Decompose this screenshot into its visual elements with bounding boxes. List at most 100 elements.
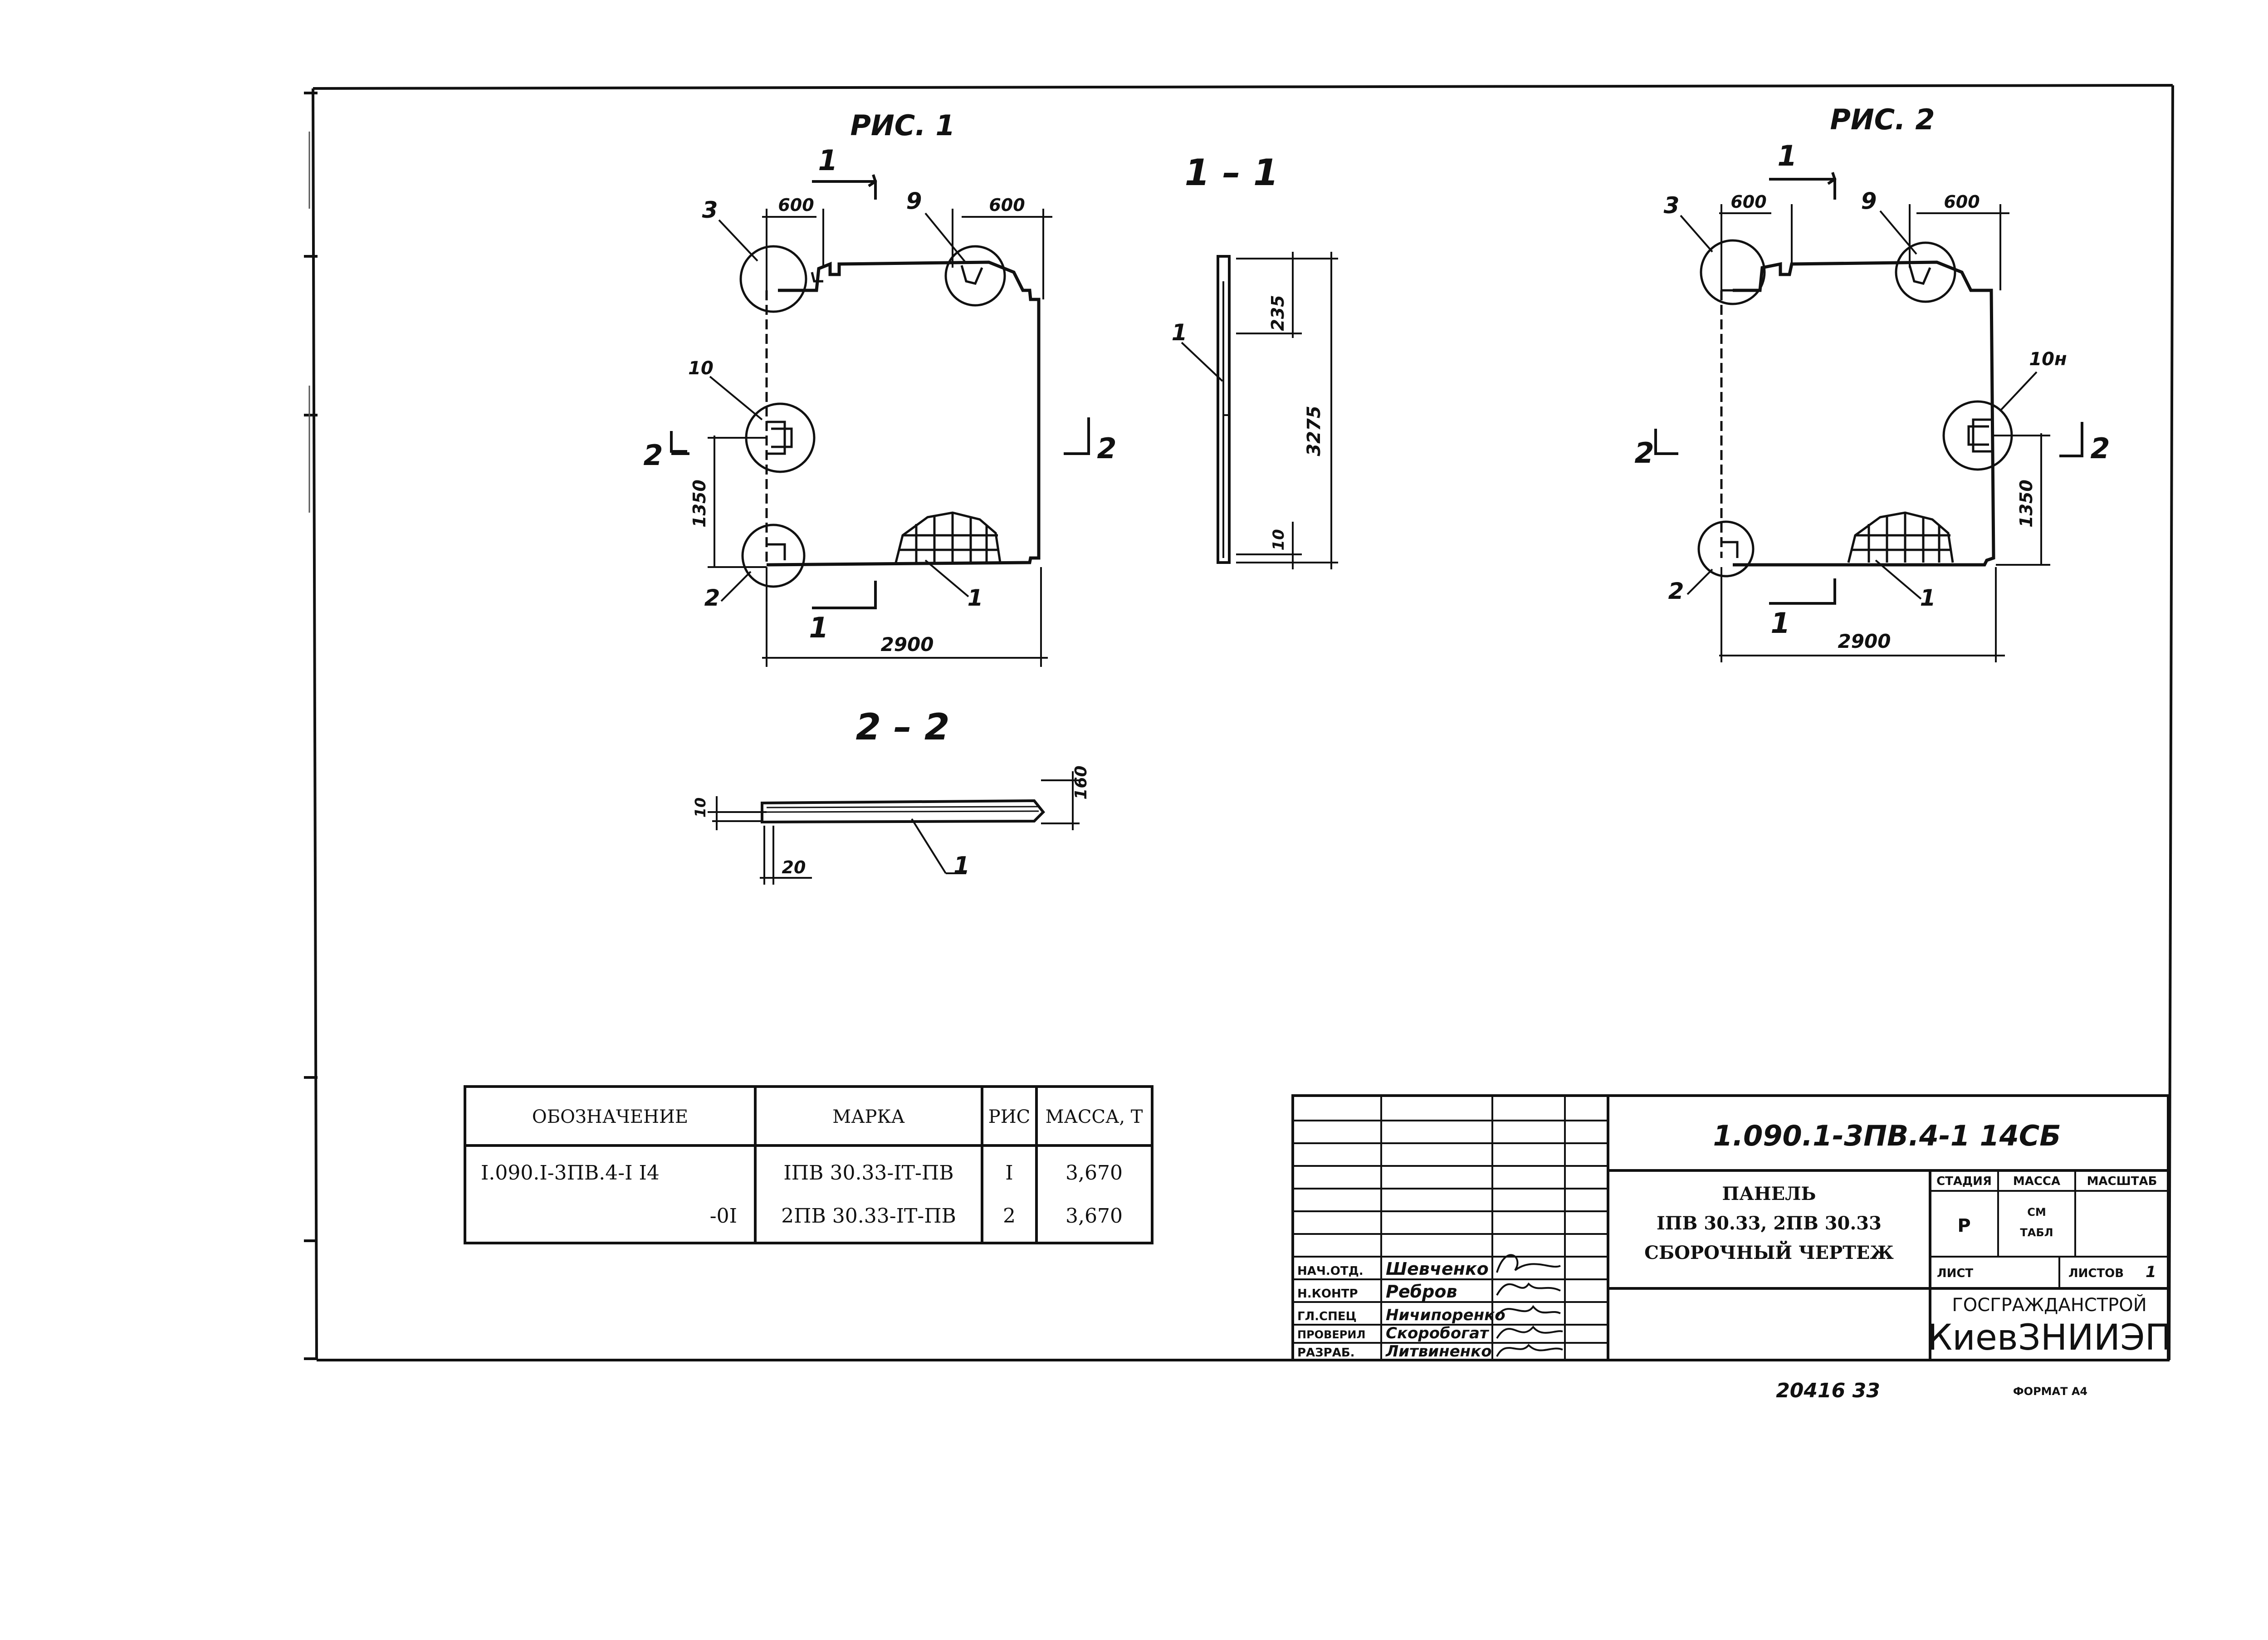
figure-2-lower-joint (1721, 541, 1739, 558)
figure-1-detail-circle-3 (739, 245, 807, 313)
section-2-2-callout: 1 (953, 852, 970, 879)
spec-header-mark: МАРКА (832, 1106, 904, 1127)
figure-2-dim-right: 1350 (2016, 480, 2036, 528)
mass-note-2: ТАБЛ (2020, 1226, 2053, 1239)
staff-role-2: Н.КОНТР (1297, 1287, 1358, 1301)
scale-label: МАСШТАБ (2087, 1175, 2157, 1188)
staff-name-2: Ребров (1386, 1282, 1457, 1302)
figure-2-right-dimension (1994, 433, 2050, 566)
figure-1-callout-leaders (709, 212, 969, 602)
figure-1-section-markers (670, 174, 1090, 609)
figure-1-top-joints (811, 265, 983, 285)
figure-2-dim-top-right: 600 (1944, 192, 1980, 212)
staff-name-1: Шевченко (1386, 1259, 1489, 1279)
figure-1-left-dimension (708, 436, 767, 568)
figure-1-callout-9: 9 (906, 188, 922, 214)
sheet-format: ФОРМАТ А4 (2013, 1385, 2087, 1398)
section-2-2-dim-bottom: 20 (782, 857, 806, 877)
figure-1-dim-top-right: 600 (989, 195, 1025, 215)
figure-2-detail-circle-2 (1697, 520, 1755, 578)
stage-value: Р (1957, 1215, 1970, 1236)
figure-2-panel-outline (1733, 260, 1995, 567)
sheets-label: ЛИСТОВ (2068, 1267, 2124, 1280)
signature-4 (1496, 1325, 1563, 1339)
staff-role-4: ПРОВЕРИЛ (1297, 1328, 1365, 1341)
organization-1: ГОСГРАЖДАНСТРОЙ (1952, 1294, 2146, 1316)
section-1-1-title: 1 – 1 (1184, 152, 1278, 194)
sheets-count: 1 (2146, 1263, 2156, 1281)
figure-1-mesh-detail (894, 511, 1002, 563)
spec-header-designation: ОБОЗНАЧЕНИЕ (532, 1106, 688, 1127)
drawing-code: 1.090.1-3ПВ.4-1 14СБ (1713, 1119, 2061, 1152)
figure-2-embedded-part (1967, 418, 1994, 453)
figure-1-callout-3: 3 (702, 197, 718, 223)
spec-row-2-designation: -0I (710, 1204, 737, 1228)
section-1-1: 1 – 1 235 3275 10 1 (1172, 152, 1338, 569)
figure-1-top-dimensions (762, 209, 1052, 299)
archive-number: 20416 33 (1776, 1379, 1880, 1402)
figure-2: РИС. 2 600 (1634, 103, 2110, 662)
figure-2-detail-circle-9 (1895, 241, 1956, 303)
sheet-label: ЛИСТ (1937, 1267, 1973, 1280)
staff-name-5: Литвиненко (1385, 1342, 1492, 1361)
figure-2-section-1-bottom: 1 (1770, 607, 1790, 640)
figure-1-lower-joint (767, 543, 786, 560)
drawing-name-line-2: IПВ 30.33, 2ПВ 30.33 (1657, 1213, 1882, 1234)
signature-2 (1496, 1282, 1561, 1296)
section-2-2-title: 2 – 2 (855, 706, 949, 748)
figure-1-callout-2: 2 (704, 585, 720, 611)
staff-role-5: РАЗРАБ. (1297, 1346, 1355, 1360)
stage-label: СТАДИЯ (1936, 1175, 1992, 1188)
figure-1-section-2-right: 2 (1097, 432, 1116, 465)
figure-2-top-dimensions (1719, 204, 2009, 290)
spec-row-1-mark: IПВ 30.33-IТ-ПВ (783, 1161, 953, 1185)
mass-label: МАССА (2013, 1175, 2060, 1188)
section-1-1-dim-bottom: 10 (1270, 529, 1288, 550)
figure-2-callout-3: 3 (1664, 192, 1680, 219)
figure-1-detail-circle-9 (944, 245, 1006, 307)
figure-1-bottom-dimension (762, 567, 1048, 667)
mass-note-1: СМ (2027, 1206, 2046, 1219)
staff-role-1: НАЧ.ОТД. (1297, 1264, 1364, 1278)
spec-row-1-designation: I.090.I-3ПВ.4-I I4 (481, 1161, 660, 1185)
figure-2-section-2-left: 2 (1634, 436, 1654, 470)
figure-1-panel-outline (766, 260, 1041, 567)
staff-name-3: Ничипоренко (1386, 1306, 1505, 1324)
signatures (1496, 1254, 1563, 1357)
section-2-2-dimensions (708, 771, 1080, 885)
section-1-1-profile (1217, 255, 1231, 564)
spec-header-mass: МАССА, Т (1046, 1106, 1143, 1127)
figure-1-dim-top-left: 600 (778, 195, 814, 215)
figure-1-dim-bottom: 2900 (881, 633, 934, 656)
section-2-2-dim-right: 160 (1072, 765, 1090, 799)
figure-2-title: РИС. 2 (1830, 103, 1935, 136)
section-1-1-dimensions (1236, 252, 1338, 569)
section-2-2: 2 – 2 10 160 20 1 (692, 706, 1090, 885)
figure-1-detail-circle-2 (741, 524, 806, 588)
figure-1-section-1-top: 1 (818, 144, 837, 177)
spec-row-2-mass: 3,670 (1066, 1204, 1123, 1228)
section-1-1-dim-top: 235 (1268, 295, 1288, 331)
staff-role-3: ГЛ.СПЕЦ (1297, 1310, 1357, 1323)
figure-2-section-2-right: 2 (2090, 432, 2110, 465)
figure-1-embedded-part (767, 421, 793, 455)
figure-2-callout-10n: 10н (2029, 349, 2067, 370)
section-2-2-dim-left: 10 (692, 798, 709, 818)
figure-1-section-2-left: 2 (643, 439, 663, 472)
signature-1 (1496, 1254, 1561, 1273)
spec-row-2-mark: 2ПВ 30.33-IТ-ПВ (781, 1204, 956, 1228)
section-1-1-dim-total: 3275 (1304, 406, 1325, 456)
figure-1: РИС. 1 (643, 109, 1117, 667)
drawing-name-line-1: ПАНЕЛЬ (1722, 1183, 1816, 1204)
signature-5 (1496, 1344, 1563, 1357)
organization-2: КиевЗНИИЭП (1927, 1317, 2172, 1358)
specification-table: ОБОЗНАЧЕНИЕ МАРКА РИС МАССА, Т I.090.I-3… (464, 1085, 1154, 1244)
figure-2-callout-leaders (1680, 210, 2038, 600)
figure-2-top-joints (1908, 265, 1931, 285)
figure-1-callout-10: 10 (688, 358, 714, 379)
figure-2-section-markers (1654, 172, 2083, 605)
figure-2-section-1-top: 1 (1777, 139, 1797, 172)
figure-1-dim-left: 1350 (689, 480, 709, 528)
spec-row-2-fig: 2 (1003, 1204, 1016, 1228)
